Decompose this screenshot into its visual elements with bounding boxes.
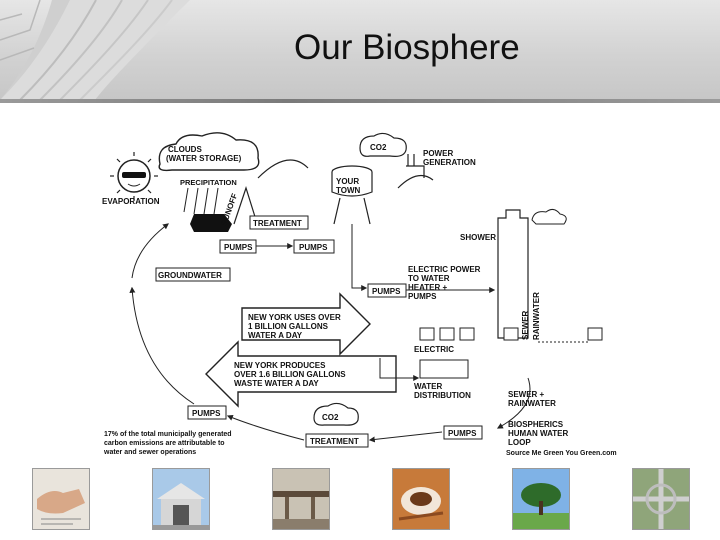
- building-icon: [497, 209, 529, 339]
- hands-writing-thumbnail: [32, 468, 90, 530]
- shower-label: SHOWER: [460, 233, 496, 242]
- biosphere-water-loop-diagram: CLOUDS (WATER STORAGE) PRECIPITATION RUN…: [102, 132, 603, 456]
- water-distribution-label-2: DISTRIBUTION: [414, 391, 471, 400]
- sun-icon: [110, 152, 158, 200]
- ny-produces-label-3: WASTE WATER A DAY: [234, 379, 319, 388]
- electric-power-label-2: TO WATER: [408, 274, 450, 283]
- rain-cloud-icon: [531, 208, 567, 225]
- ny-uses-label-2: 1 BILLION GALLONS: [248, 322, 329, 331]
- bridge-thumbnail: [272, 468, 330, 530]
- your-town-label-2: TOWN: [336, 186, 361, 195]
- clouds-label: CLOUDS: [168, 145, 202, 154]
- water-tower-icon: [331, 165, 373, 225]
- electric-label: ELECTRIC: [414, 345, 454, 354]
- pumps-right-label: PUMPS: [299, 243, 328, 252]
- power-generation-label-1: POWER: [423, 149, 453, 158]
- houses-row: [419, 327, 603, 343]
- ny-uses-label-3: WATER A DAY: [248, 331, 303, 340]
- ny-uses-label-1: NEW YORK USES OVER: [248, 313, 341, 322]
- precipitation-label: PRECIPITATION: [180, 178, 237, 187]
- coffee-cup-thumbnail: [392, 468, 450, 530]
- co2-bottom-label: CO2: [322, 413, 339, 422]
- open-book-icon: [0, 0, 190, 100]
- power-generation-label-2: GENERATION: [423, 158, 476, 167]
- sewer-vertical-label: SEWER: [521, 310, 530, 340]
- rainwater-vertical-label: RAINWATER: [532, 292, 541, 340]
- treatment-bottom-label: TREATMENT: [310, 437, 359, 446]
- emissions-note-line-2: carbon emissions are attributable to: [104, 440, 225, 447]
- cloud-icon: [158, 132, 260, 172]
- sewer-rainwater-label-1: SEWER +: [508, 390, 545, 399]
- highway-interchange-thumbnail: [632, 468, 690, 530]
- emissions-note-line-1: 17% of the total municipally generated: [104, 431, 232, 438]
- electric-power-label-4: PUMPS: [408, 292, 437, 301]
- ny-produces-label-1: NEW YORK PRODUCES: [234, 361, 326, 370]
- pumps-mid-label: PUMPS: [372, 287, 401, 296]
- biospherics-label-3: LOOP: [508, 438, 531, 447]
- evaporation-label: EVAPORATION: [102, 197, 160, 206]
- electric-power-label-1: ELECTRIC POWER: [408, 265, 481, 274]
- water-use-arrow: [241, 292, 371, 356]
- water-distribution-label-1: WATER: [414, 382, 443, 391]
- pumps-bottom-left-label: PUMPS: [192, 409, 221, 418]
- biospherics-label-2: HUMAN WATER: [508, 429, 569, 438]
- sewer-rainwater-label-2: RAINWATER: [508, 399, 556, 408]
- power-plant-icon: [406, 154, 425, 178]
- emissions-note-line-3: water and sewer operations: [103, 449, 196, 456]
- waste-water-arrow: [205, 340, 397, 408]
- water-storage-label: (WATER STORAGE): [166, 154, 242, 163]
- pumps-left-label: PUMPS: [224, 243, 253, 252]
- runoff-label: RUNOFF: [219, 192, 239, 227]
- co2-top-label: CO2: [370, 143, 387, 152]
- source-credit: Source Me Green You Green.com: [506, 450, 617, 457]
- biospherics-label-1: BIOSPHERICS: [508, 420, 564, 429]
- slide-header: Our Biosphere: [0, 0, 720, 102]
- tree-thumbnail: [512, 468, 570, 530]
- your-town-label-1: YOUR: [336, 177, 359, 186]
- groundwater-label: GROUNDWATER: [158, 271, 222, 280]
- treatment-top-label: TREATMENT: [253, 219, 302, 228]
- electric-power-label-3: HEATER +: [408, 283, 448, 292]
- pumps-bottom-right-label: PUMPS: [448, 429, 477, 438]
- thumbnail-strip: [0, 462, 720, 540]
- building-thumbnail: [152, 468, 210, 530]
- slide-title: Our Biosphere: [294, 28, 520, 67]
- ny-produces-label-2: OVER 1.6 BILLION GALLONS: [234, 370, 346, 379]
- header-divider: [0, 99, 720, 103]
